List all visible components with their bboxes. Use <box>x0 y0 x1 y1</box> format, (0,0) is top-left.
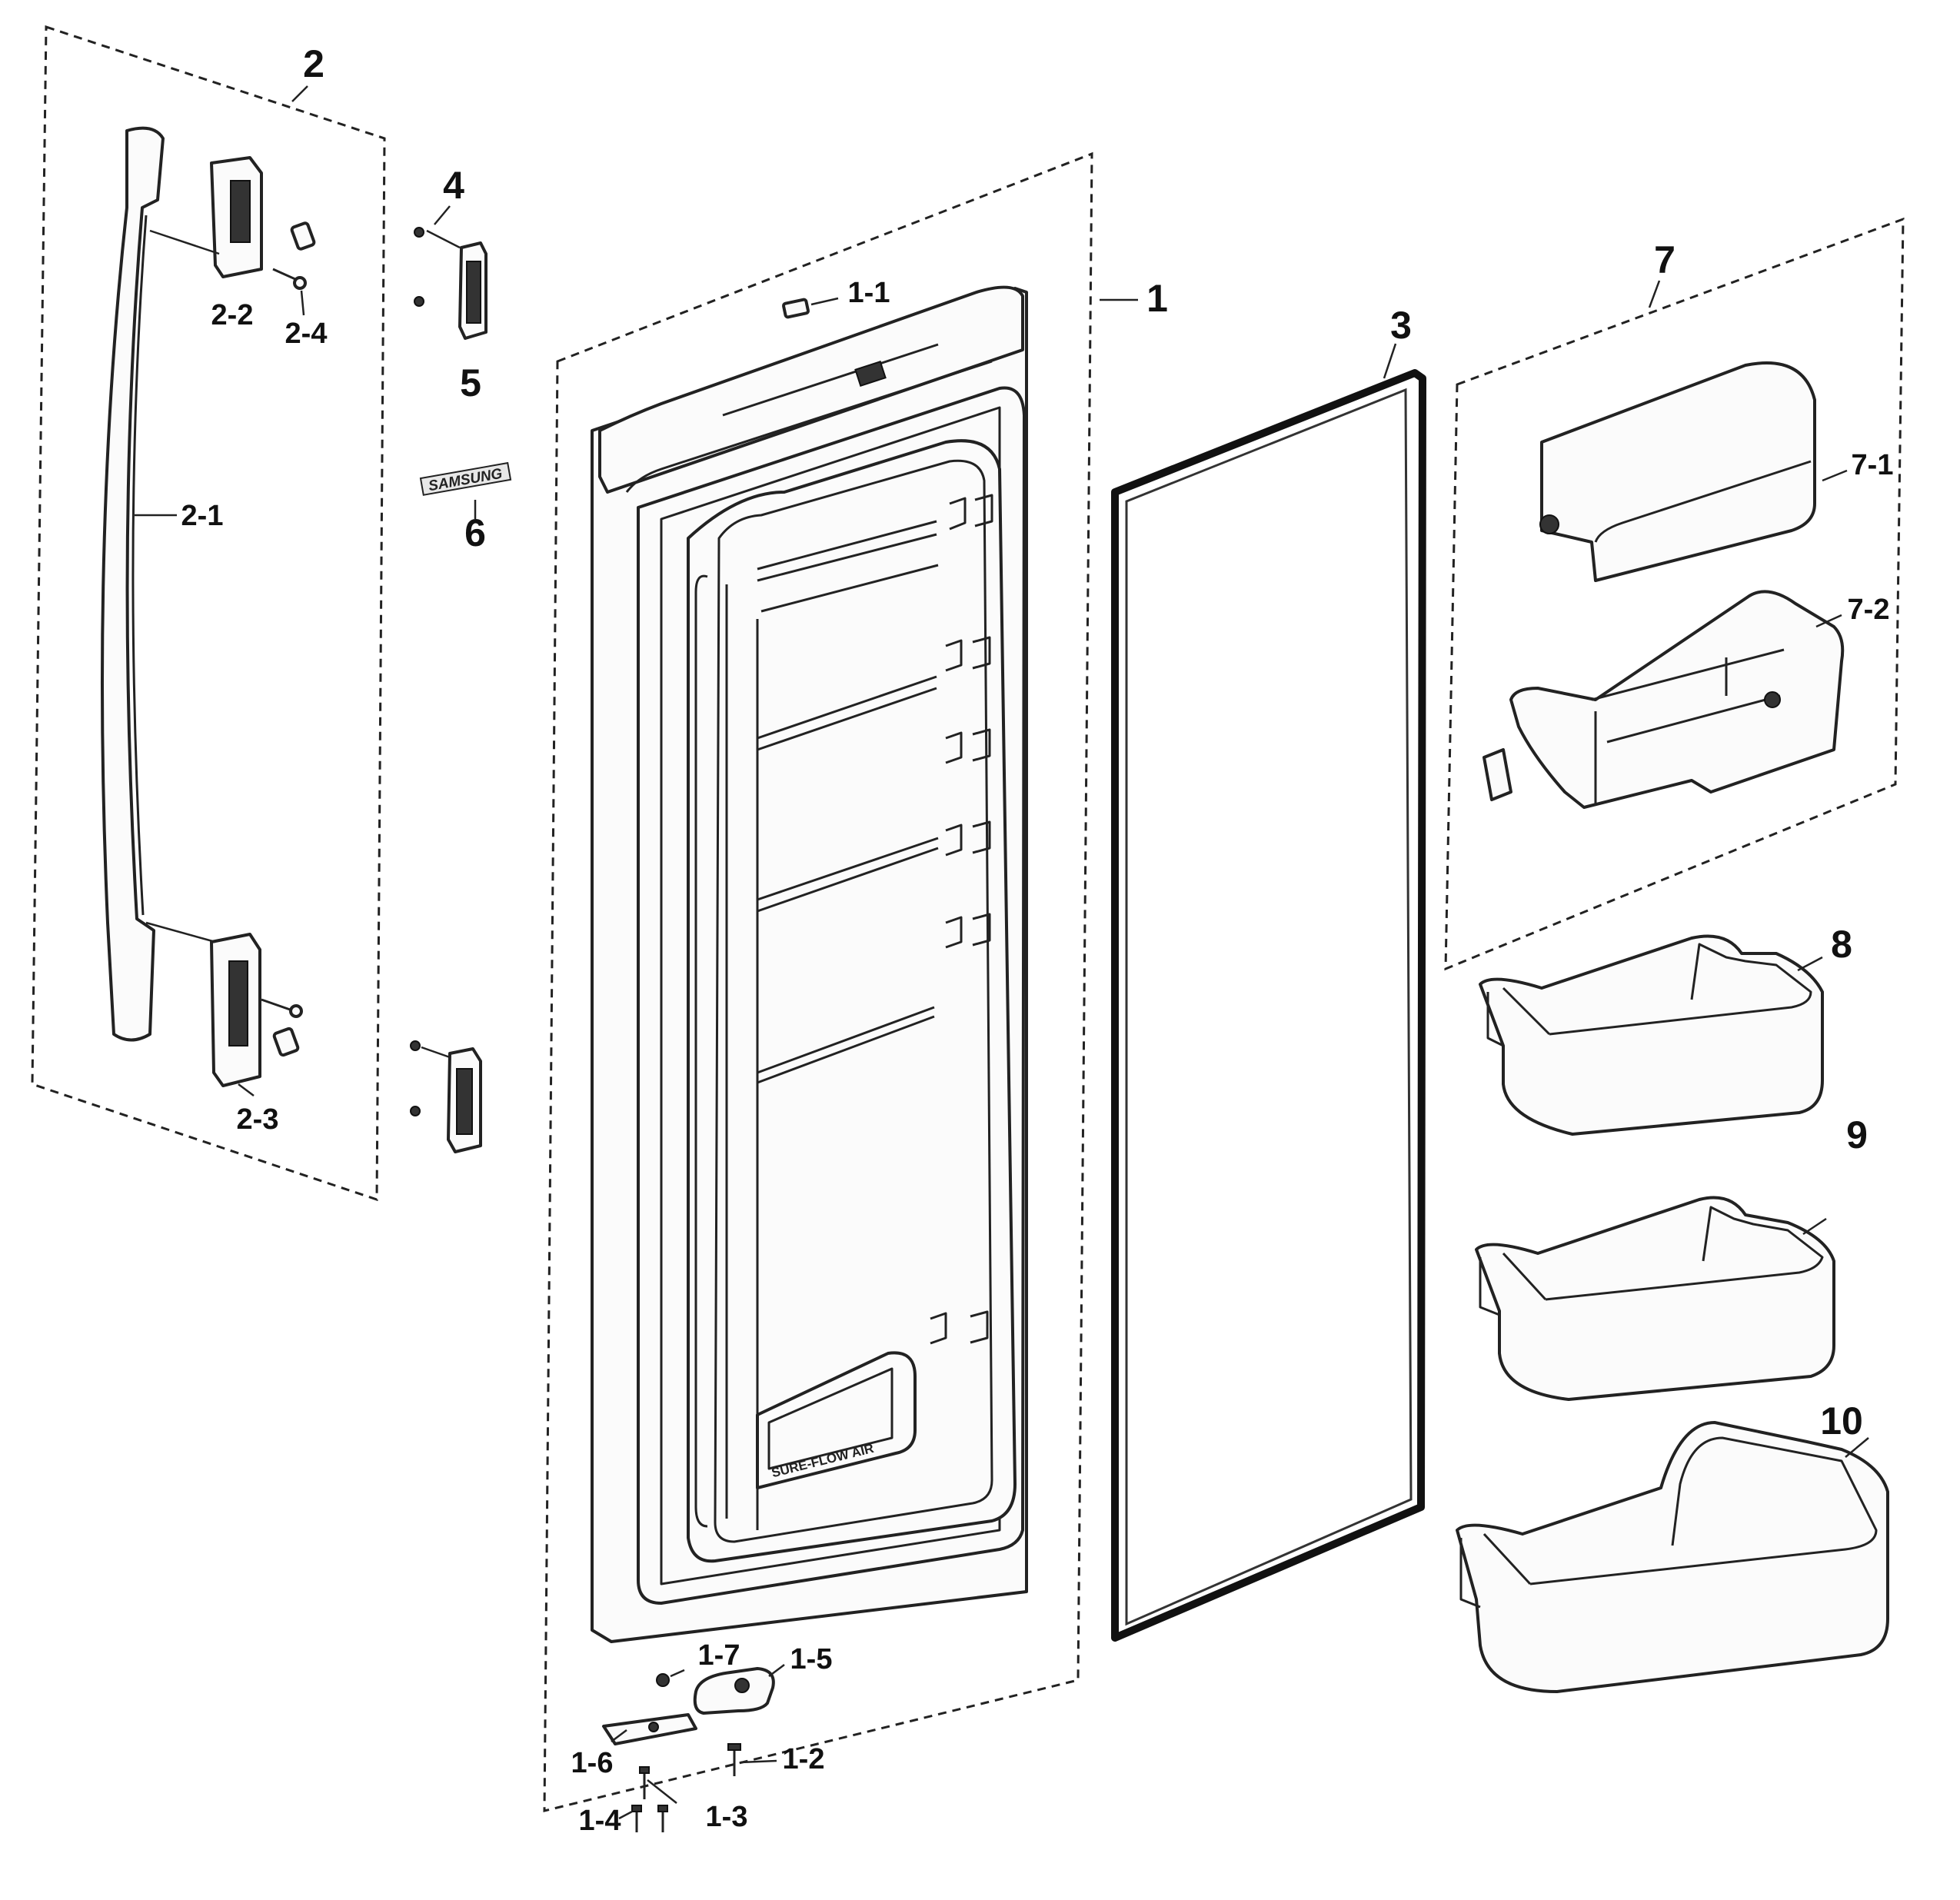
label-dairy-cover: 7-1 <box>1852 449 1894 481</box>
label-door-part-screw-a: 1-2 <box>783 1743 825 1775</box>
door-top-part <box>782 297 839 319</box>
door: SURE-FLOW AIR <box>591 285 1028 1643</box>
hinge-bracket-top <box>458 241 488 340</box>
handle-group-outline <box>31 25 386 1202</box>
label-gasket: 3 <box>1390 304 1412 347</box>
handle-cap-bottom <box>145 921 261 1087</box>
label-guard-upper: 8 <box>1831 923 1852 966</box>
label-door-part-screw-b: 1-3 <box>706 1801 748 1833</box>
label-door-part-washer: 1-7 <box>698 1639 740 1672</box>
label-door-part-top: 1-1 <box>848 277 890 309</box>
label-handle-cap-bottom: 2-3 <box>237 1103 279 1136</box>
dairy-group-outline <box>1444 217 1905 971</box>
label-door-part-hinge-cap: 1-5 <box>790 1643 833 1675</box>
label-logo: 6 <box>464 511 486 554</box>
handle-cap-top <box>149 156 263 278</box>
handle <box>100 126 177 1042</box>
screw-pair-top <box>414 227 461 307</box>
label-door-assembly: 1 <box>1146 277 1168 320</box>
label-handle-screw: 2-4 <box>285 318 328 350</box>
door-bottom-parts <box>602 1664 785 1832</box>
guard-lower <box>1456 1421 1889 1693</box>
label-door-part-hinge-plate: 1-6 <box>571 1747 614 1779</box>
label-door-part-screw-c: 1-4 <box>579 1805 621 1837</box>
label-handle-group: 2 <box>303 42 324 85</box>
guard-middle <box>1475 1196 1835 1401</box>
label-hinge-bracket: 5 <box>460 361 481 404</box>
dairy-cover <box>1539 361 1848 582</box>
label-handle: 2-1 <box>181 500 224 532</box>
gasket <box>1111 343 1426 1642</box>
guard-upper <box>1479 934 1824 1136</box>
hinge-bracket-bottom <box>410 1040 482 1153</box>
label-dairy-group: 7 <box>1654 238 1675 281</box>
door-group-outline <box>543 151 1093 1812</box>
label-screw: 4 <box>443 164 464 207</box>
handle-screws <box>261 221 316 1057</box>
dairy-bin <box>1482 590 1845 809</box>
label-guard-middle: 9 <box>1846 1113 1868 1156</box>
label-dairy-bin: 7-2 <box>1848 594 1890 626</box>
label-guard-lower: 10 <box>1820 1399 1863 1442</box>
label-handle-cap-top: 2-2 <box>211 299 254 331</box>
